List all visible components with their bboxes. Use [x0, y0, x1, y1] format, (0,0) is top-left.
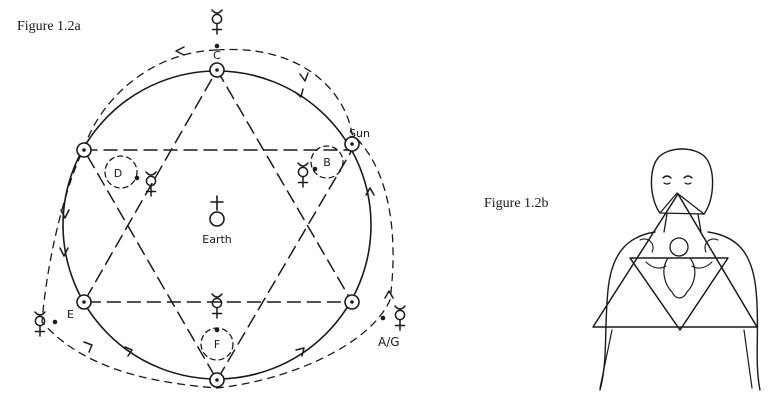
mercury-position-dot	[214, 43, 220, 49]
figure-eye-right-lower	[684, 182, 692, 185]
epicycle-d	[104, 155, 138, 189]
figure-lower-left	[599, 329, 613, 389]
figure-eye-left-lower	[663, 182, 671, 185]
figure-eye-right	[683, 175, 693, 179]
mercury-icon	[211, 293, 223, 319]
arrow-left-2	[59, 247, 69, 257]
hexagram-triangle-down	[83, 149, 353, 381]
figure-head	[650, 148, 714, 215]
arrow-bottom-left-2	[124, 346, 133, 357]
point-label-f: F	[214, 338, 220, 351]
figure-inner-arms	[645, 261, 713, 269]
mercury-icon	[394, 305, 406, 331]
mercury-icon	[297, 162, 309, 188]
mercury-icon	[211, 9, 223, 35]
earth-label: Earth	[202, 233, 232, 246]
figure-neck-right	[697, 213, 702, 233]
mercury-position-dot	[312, 166, 318, 172]
figure-shoulder-left	[599, 231, 656, 391]
arrow-bottom-left	[83, 341, 93, 353]
point-label-b: B	[323, 156, 331, 169]
figure-triangle-up	[592, 193, 758, 328]
figure-b-caption: Figure 1.2b	[484, 196, 549, 211]
sun-icon	[76, 142, 92, 158]
sun-label: Sun	[349, 127, 370, 140]
arrow-top-left	[175, 46, 185, 56]
epicycle-b	[310, 145, 344, 179]
sun-icon	[209, 62, 225, 78]
figure-inner-body	[663, 257, 696, 299]
point-label-a-g: A/G	[378, 335, 400, 349]
mercury-position-dot	[214, 327, 220, 333]
figure-chest-right	[704, 238, 719, 253]
figure-a-caption: Figure 1.2a	[17, 19, 81, 34]
point-label-c: C	[213, 49, 221, 62]
sun-icon	[344, 294, 360, 310]
arrow-right-2	[384, 290, 394, 299]
arrow-right	[365, 187, 375, 196]
mercury-icon	[34, 311, 46, 337]
arrow-bottom-right	[295, 347, 305, 357]
earth-icon	[209, 195, 225, 227]
figure-1-2b-illustration	[592, 148, 761, 391]
mercury-position-dot	[52, 319, 58, 325]
mercury-position-dot	[134, 175, 140, 181]
mercury-position-dot	[380, 315, 386, 321]
figure-lower-right	[743, 329, 753, 389]
figure-triangle-down	[629, 257, 729, 331]
point-label-d: D	[114, 167, 122, 180]
point-label-e: E	[67, 308, 74, 321]
figure-inner-head	[669, 237, 689, 257]
figure-beard	[659, 192, 705, 215]
sun-icon	[209, 372, 225, 388]
sun-icon	[76, 294, 92, 310]
arrow-left-1	[60, 209, 70, 219]
figure-eye-left	[662, 175, 672, 179]
arrow-top-right	[299, 72, 309, 82]
figure-1-2a-diagram: Earth Sun C B D E F A/G	[34, 9, 406, 389]
figure-neck-left	[663, 213, 668, 233]
figure-chest-left	[639, 238, 654, 253]
hexagram-triangle-up	[83, 69, 353, 303]
figure-shoulder-right	[707, 231, 761, 391]
sun-orbit-circle	[62, 70, 372, 380]
arrow-top-right-2	[294, 88, 304, 98]
